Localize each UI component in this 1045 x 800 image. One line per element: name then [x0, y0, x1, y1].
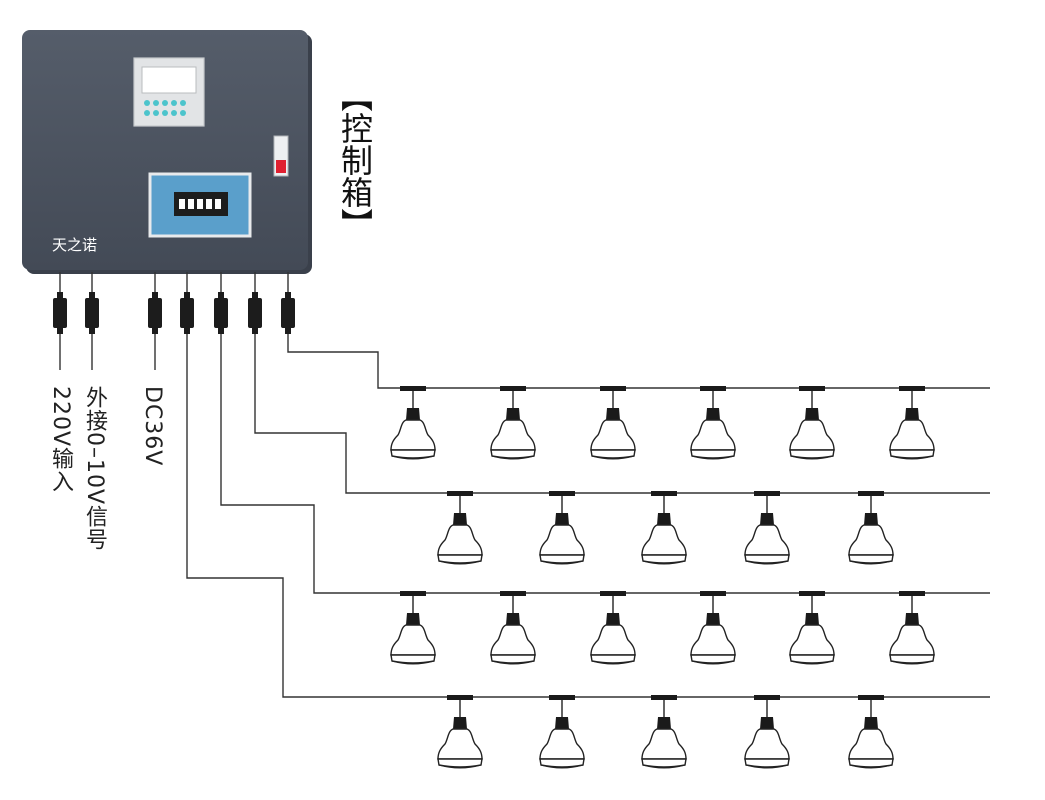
ac-input-label: 220V输入	[48, 386, 73, 494]
power-switch	[273, 135, 289, 177]
signal-input-label: 外接0–10V信号	[82, 386, 107, 552]
control-box-title: 【控制箱】	[336, 80, 374, 240]
lamp-row-1	[390, 385, 935, 460]
input-cables	[59, 272, 156, 370]
keypad-display	[133, 57, 205, 127]
lamp-row-2	[437, 490, 894, 565]
output-wires	[186, 272, 990, 698]
breaker-panel	[148, 172, 252, 238]
connectors	[53, 292, 295, 334]
lamp-row-4	[437, 694, 894, 769]
lamp-row-3	[390, 590, 935, 665]
brand-label: 天之诺	[52, 236, 98, 254]
dc-output-label: DC36V	[140, 386, 165, 467]
